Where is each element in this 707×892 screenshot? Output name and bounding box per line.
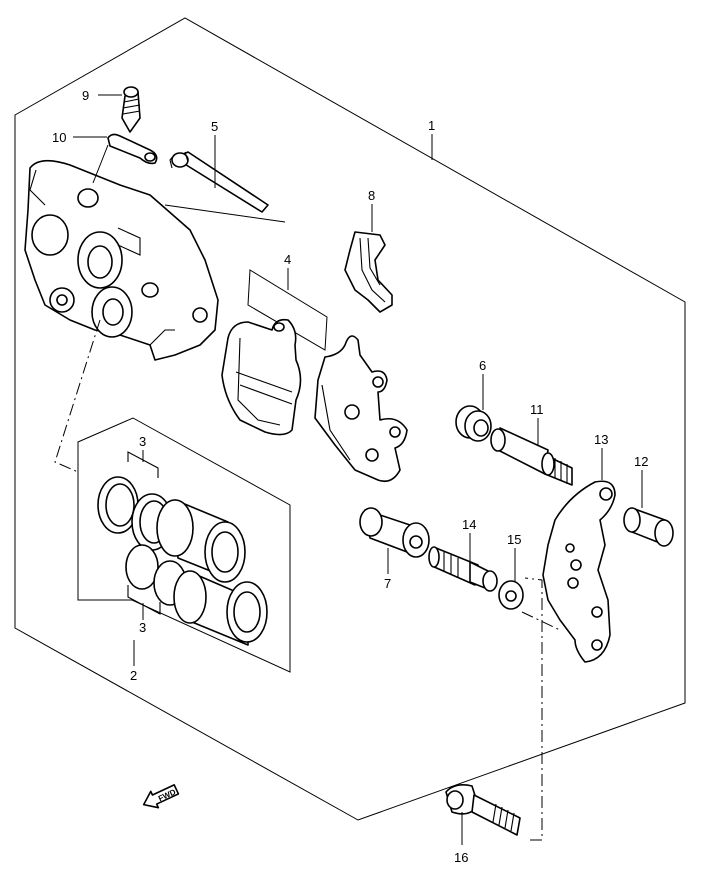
callout-9: 9 [82,88,89,103]
callout-11: 11 [530,402,544,417]
caliper-bracket [542,480,616,663]
washer [498,580,524,610]
callout-2: 2 [130,668,137,683]
leader-caliper-to-pin [164,204,286,223]
brake-pad-right [314,335,408,483]
callout-14: 14 [462,517,476,532]
centerline-bolt-bracket [524,577,543,841]
bolt-14 [428,546,498,592]
callout-12: 12 [634,454,648,469]
piston-lower [173,570,268,646]
sleeve [359,507,430,558]
piston-upper [156,499,246,583]
leader-10b [92,144,109,184]
callout-5: 5 [211,119,218,134]
caliper-body [24,159,219,361]
bleeder-screw [121,86,141,133]
callout-3-top: 3 [139,434,146,449]
callout-16: 16 [454,850,468,865]
callout-1: 1 [428,118,435,133]
callout-3-bottom: 3 [139,620,146,635]
boot [455,405,492,442]
fwd-label: FWD [157,787,178,803]
callout-6: 6 [479,358,486,373]
callout-10: 10 [52,130,66,145]
slide-pin [490,427,573,486]
callout-15: 15 [507,532,521,547]
callout-4: 4 [284,252,291,267]
seal-bracket-bottom [127,585,161,615]
mounting-bolt [445,784,521,836]
bushing [623,507,674,547]
bleeder-cap [107,133,158,165]
callout-13: 13 [594,432,608,447]
fwd-arrow-icon: FWD [142,784,180,809]
pad-pin [169,151,269,213]
centerline-caliper-pistons [54,319,101,473]
centerline-bolt-top [521,611,561,631]
brake-pad-left [221,318,302,436]
assembly-outline [14,17,686,821]
piston-group-outline [77,417,291,673]
callout-7: 7 [384,576,391,591]
callout-8: 8 [368,188,375,203]
pad-group-outline [247,269,328,351]
pad-spring [344,231,393,313]
